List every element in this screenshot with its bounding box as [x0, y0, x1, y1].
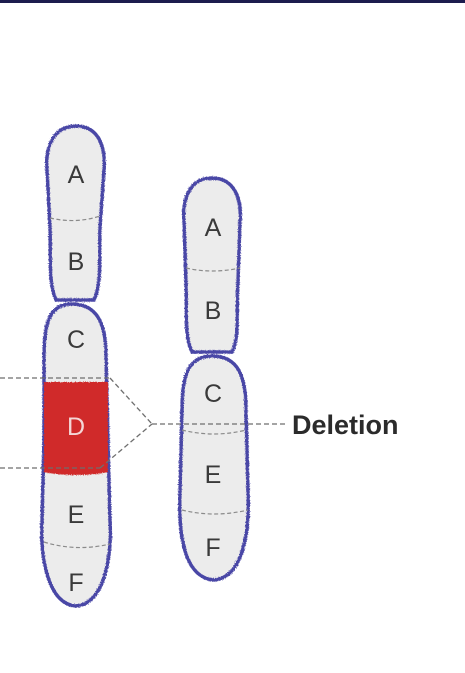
deleted-segment-label-a: A: [205, 214, 222, 242]
deleted-segment-label-f: F: [205, 534, 220, 562]
deleted-chromosome-upper-arm: [184, 178, 241, 352]
deleted-segment-label-e: E: [205, 461, 222, 489]
deleted-segment-label-c: C: [204, 380, 222, 408]
segment-label-b: B: [68, 248, 85, 276]
deletion-label: Deletion: [292, 410, 399, 440]
segment-label-d: D: [67, 413, 85, 441]
segment-label-f: F: [68, 569, 83, 597]
segment-label-e: E: [68, 501, 85, 529]
deletion-bracket-upper-diagonal: [110, 378, 152, 424]
deleted-segment-label-b: B: [205, 297, 222, 325]
segment-label-c: C: [67, 326, 85, 354]
normal-chromosome: [42, 126, 111, 606]
segment-label-a: A: [68, 161, 85, 189]
